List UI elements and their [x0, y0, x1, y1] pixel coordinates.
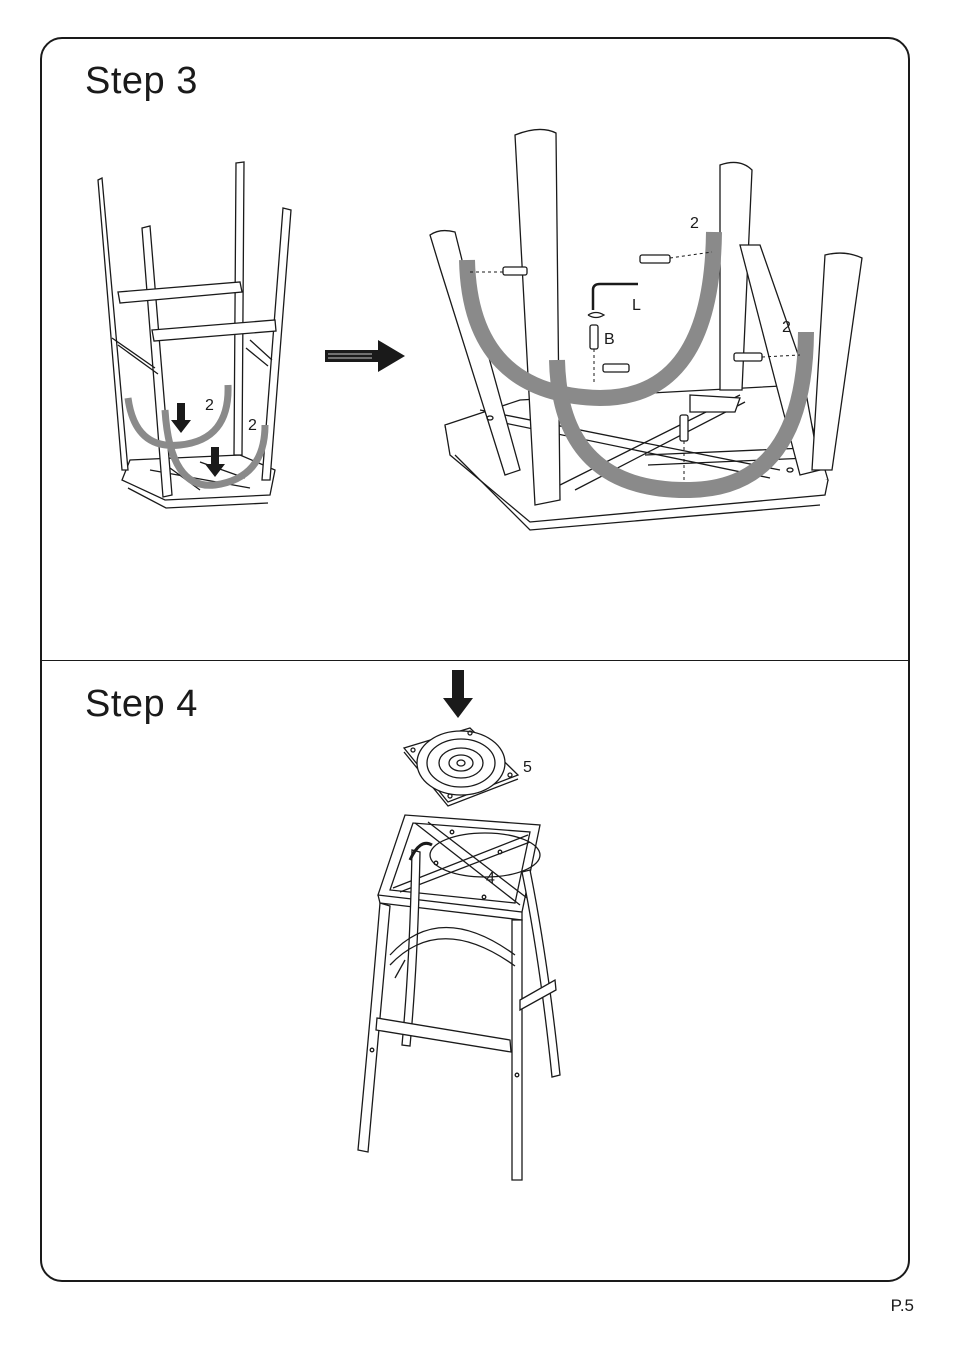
- direction-arrow-icon: [325, 340, 405, 372]
- insert-arrow-icon: [443, 670, 473, 718]
- page-number: P.5: [891, 1296, 914, 1316]
- detail-qty-label-right: 2: [782, 319, 791, 336]
- swivel-plate-label: 5: [523, 759, 532, 776]
- seat-frame-label: 4: [486, 870, 495, 887]
- allen-key-label: L: [632, 297, 641, 314]
- bolt-label: B: [604, 331, 615, 348]
- assembled-stool: [358, 815, 560, 1180]
- step3-detail-view: [430, 129, 862, 530]
- part-qty-label-a: 2: [205, 397, 214, 414]
- detail-qty-label-top: 2: [690, 215, 699, 232]
- swivel-plate: [404, 728, 518, 806]
- part-qty-label-b: 2: [248, 417, 257, 434]
- step3-overview-stool: [98, 162, 291, 508]
